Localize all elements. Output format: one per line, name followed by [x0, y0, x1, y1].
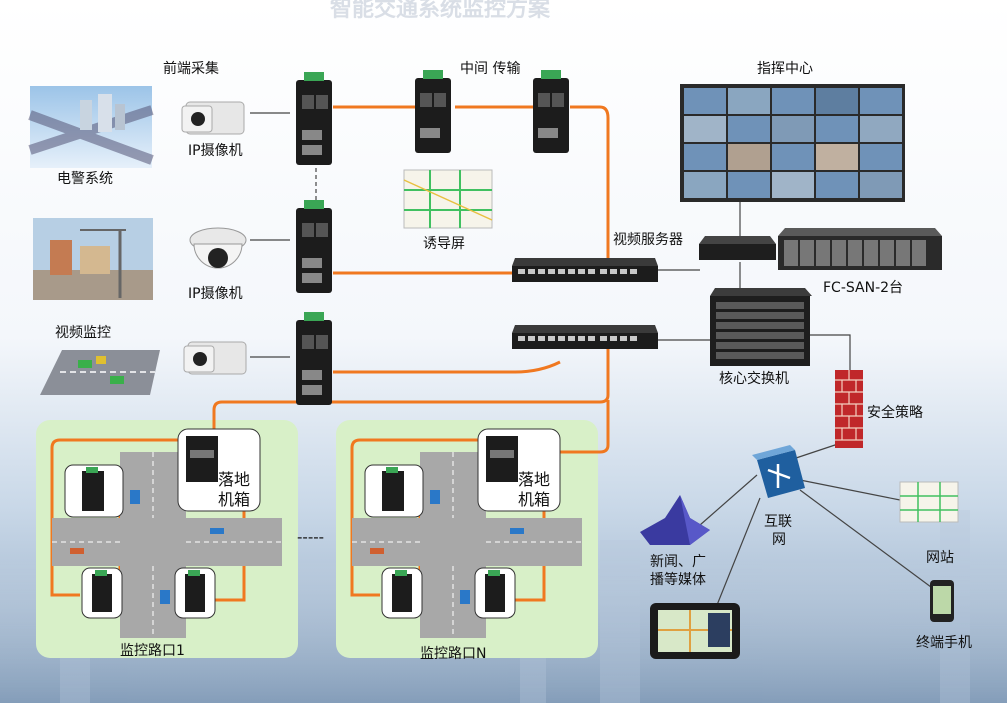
crossing-1-switch-c	[174, 567, 216, 619]
cabinet-n-label-line2: 机箱	[518, 490, 550, 509]
security-label: 安全策略	[867, 404, 923, 421]
cabinet-n-label-line1: 落地	[518, 470, 550, 489]
guide-screen-label: 诱导屏	[423, 236, 465, 252]
video-wall	[680, 84, 905, 202]
video-server-label: 视频服务器	[613, 232, 683, 248]
website-label: 网站	[926, 550, 954, 566]
police-system-image	[28, 86, 154, 168]
faded-title: 智能交通系统监控方案	[330, 0, 551, 22]
crossing-n-switch-b	[381, 567, 423, 619]
core-switch-label: 核心交换机	[719, 370, 789, 387]
middle-transfer-header: 中间 传输	[460, 61, 520, 77]
cabinet-1-label-line1: 落地	[218, 470, 250, 489]
front-collect-header: 前端采集	[163, 60, 219, 77]
ip-camera-box-1	[181, 101, 245, 135]
command-center-header: 指挥中心	[757, 61, 813, 77]
road-marking-image	[40, 350, 160, 395]
cabinet-n	[477, 428, 561, 512]
website-map-icon	[899, 481, 959, 523]
cabinet-1-label-line2: 机箱	[218, 490, 250, 509]
media-graph-icon	[640, 495, 710, 545]
ip-camera-2-label: IP摄像机	[188, 286, 243, 302]
video-monitor-label: 视频监控	[55, 325, 111, 341]
ip-camera-1-label: IP摄像机	[188, 143, 243, 159]
firewall-icon	[835, 370, 863, 448]
internet-label-line1: 互联	[764, 514, 792, 530]
crossing-n-label: 监控路口N	[420, 646, 486, 662]
internet-label-line2: 网	[772, 532, 786, 548]
crossing-1-switch-b	[81, 567, 123, 619]
industrial-switch-1	[296, 72, 332, 165]
fc-san-label: FC-SAN-2台	[823, 280, 903, 296]
aggregation-switch-1	[512, 258, 658, 282]
industrial-switch-2	[296, 200, 332, 293]
core-switch-chassis	[710, 288, 812, 366]
crossing-n-switch-a	[364, 464, 424, 518]
video-server-box	[699, 236, 776, 260]
crossing-1-switch-a	[64, 464, 124, 518]
ip-camera-box-3	[183, 341, 247, 375]
police-system-label: 电警系统	[57, 171, 113, 187]
crossing-n-switch-c	[474, 567, 516, 619]
transfer-switch-1	[415, 70, 451, 153]
video-monitor-image	[33, 218, 153, 300]
guide-screen-map	[403, 169, 493, 229]
internet-router-icon	[752, 445, 805, 498]
media-label-line1: 新闻、广	[650, 554, 706, 570]
fc-san-storage	[778, 228, 942, 270]
crossing-ellipsis: -----	[297, 528, 324, 546]
industrial-switch-3	[296, 312, 332, 405]
gps-navigator-icon	[650, 603, 740, 659]
mobile-phone-icon	[930, 580, 954, 622]
transfer-switch-2	[533, 70, 569, 153]
phone-label: 终端手机	[916, 635, 972, 651]
cabinet-1	[177, 428, 261, 512]
ip-camera-dome	[189, 227, 247, 269]
aggregation-switch-2	[512, 325, 658, 349]
crossing-1-label: 监控路口1	[120, 643, 185, 659]
media-label-line2: 播等媒体	[650, 571, 706, 588]
